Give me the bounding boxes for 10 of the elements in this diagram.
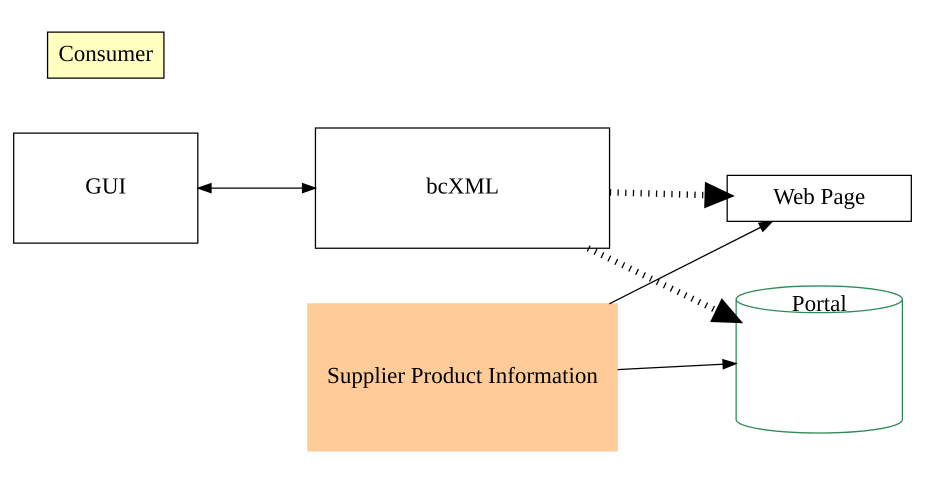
node-box: Supplier Product Information — [307, 303, 618, 452]
node-box: GUI — [13, 132, 198, 244]
arrow — [618, 358, 738, 370]
arrow — [196, 182, 318, 194]
arrow — [609, 220, 774, 304]
node-box: bcXML — [314, 127, 610, 249]
arrow — [610, 182, 735, 208]
node-box: Web Page — [726, 174, 912, 222]
arrow — [586, 245, 744, 324]
node-box: Consumer — [46, 31, 165, 79]
